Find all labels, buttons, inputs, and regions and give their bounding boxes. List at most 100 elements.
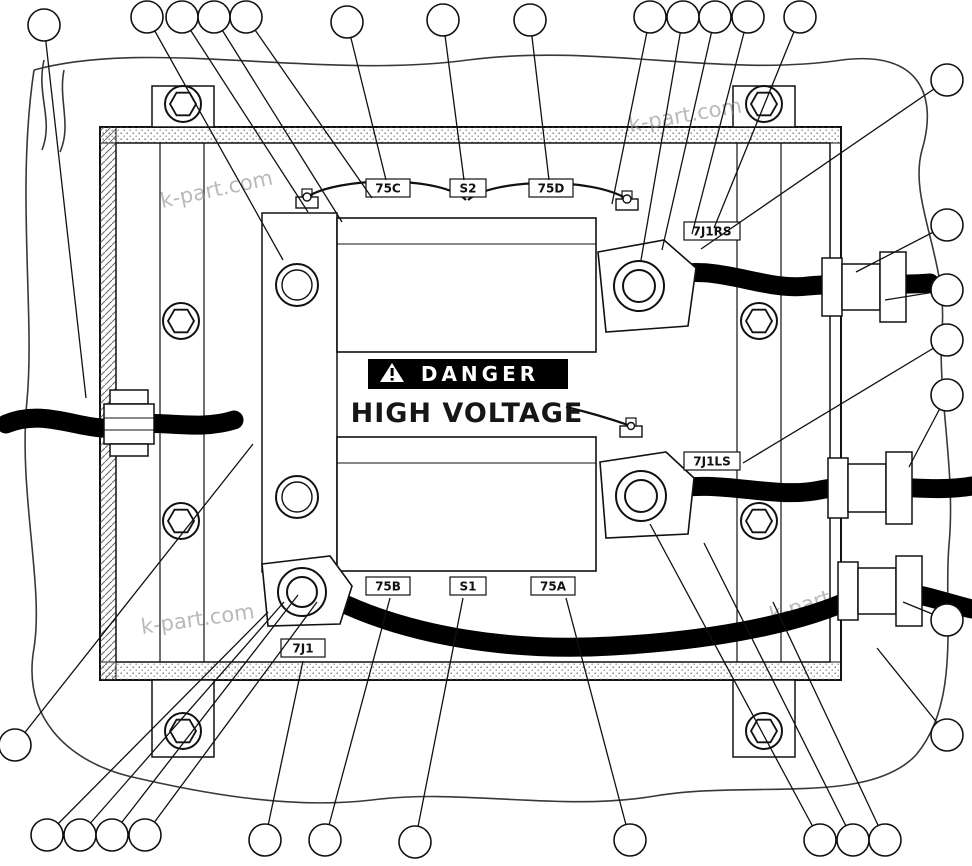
part-label-75a: 75A: [530, 576, 576, 596]
danger-text: DANGER: [421, 362, 539, 386]
callout-balloon: [197, 0, 231, 34]
callout-balloon: [330, 5, 364, 39]
leader-line: [703, 542, 854, 841]
callout-balloon: [95, 818, 129, 852]
part-label-text: 75D: [538, 182, 565, 196]
danger-bar: [368, 359, 568, 389]
leader-line: [146, 16, 284, 261]
terminal-lug-bottom-left: [261, 555, 353, 627]
leader-line: [565, 597, 631, 841]
leader-line: [264, 660, 304, 841]
leader-line: [876, 647, 948, 736]
coil-wire: [565, 405, 632, 428]
callout-balloon: [868, 823, 902, 857]
leader-line: [213, 16, 343, 223]
leader-lines: [14, 16, 948, 843]
leader-line: [442, 19, 465, 181]
hex-bolt-icon: [162, 502, 200, 540]
harness-outline: [24, 54, 952, 804]
cable-middle-right: [656, 476, 972, 503]
enclosure-top-band: [99, 126, 842, 144]
leader-line: [245, 16, 373, 199]
callout-balloon: [666, 0, 700, 34]
part-label-text: 75B: [375, 580, 401, 594]
terminal-lugs: [261, 239, 697, 627]
terminal-lug-upper-right: [597, 239, 697, 333]
leader-line: [611, 16, 651, 205]
part-label-75b: 75B: [365, 576, 411, 596]
mounting-plate: [261, 212, 338, 573]
callout-balloon: [731, 0, 765, 34]
part-label-7j1: 7J1: [280, 638, 326, 658]
part-label-text: 7J1: [292, 642, 313, 656]
hex-bolt-icon: [745, 712, 783, 750]
leader-line: [79, 601, 285, 836]
part-label-s2: S2: [449, 178, 487, 198]
leader-line: [661, 16, 716, 251]
callout-balloon: [783, 0, 817, 34]
part-labels: 75C S2 75D 7J1RS 7J1LS 75B S1 75A: [280, 178, 741, 658]
callout-balloon: [930, 208, 964, 242]
callout-balloon: [513, 3, 547, 37]
callout-balloon: [128, 818, 162, 852]
callout-balloon: [633, 0, 667, 34]
leader-line: [324, 597, 391, 841]
high-voltage-text: HIGH VOLTAGE: [351, 398, 584, 429]
callout-balloon: [398, 825, 432, 859]
callout-balloon: [165, 0, 199, 34]
danger-label: DANGER HIGH VOLTAGE: [351, 359, 584, 429]
callout-balloon: [248, 823, 282, 857]
callout-balloon: [930, 378, 964, 412]
part-label-75d: 75D: [528, 178, 574, 198]
gland-upper-right: [821, 251, 907, 323]
leader-line: [649, 523, 821, 841]
callout-balloon: [426, 3, 460, 37]
contactor-lower: [336, 417, 643, 572]
part-label-text: S2: [460, 182, 477, 196]
leader-line: [144, 601, 318, 836]
leader-line: [346, 21, 387, 181]
callout-balloon: [63, 818, 97, 852]
leader-line: [111, 594, 299, 836]
callout-balloon: [27, 8, 61, 42]
gland-left: [103, 389, 155, 457]
hex-bolt-icon: [740, 302, 778, 340]
callout-balloon: [930, 323, 964, 357]
leader-line: [700, 79, 948, 250]
callout-balloon: [130, 0, 164, 34]
part-label-text: 75A: [540, 580, 567, 594]
terminal-lug-lower-right: [599, 451, 695, 539]
leader-line: [529, 19, 550, 181]
leader-line: [742, 339, 948, 464]
leader-line: [713, 16, 801, 229]
callout-balloon: [30, 818, 64, 852]
warning-triangle-icon: [380, 363, 404, 382]
part-label-7j1ls: 7J1LS: [683, 451, 741, 471]
callout-balloon: [930, 273, 964, 307]
callout-balloon: [930, 603, 964, 637]
hex-bolt-icon: [162, 302, 200, 340]
callout-balloon: [308, 823, 342, 857]
hex-bolt-icon: [740, 502, 778, 540]
part-label-text: S1: [460, 580, 477, 594]
callout-balloon: [930, 718, 964, 752]
cable-glands: [103, 251, 923, 627]
mounting-rails: [159, 143, 782, 662]
callout-balloon: [613, 823, 647, 857]
leader-line: [691, 16, 749, 235]
part-label-75c: 75C: [365, 178, 411, 198]
leader-line: [43, 24, 87, 399]
part-label-text: 7J1LS: [693, 455, 730, 469]
leader-line: [181, 16, 309, 213]
contactor-upper: [295, 188, 639, 353]
callout-balloon: [229, 0, 263, 34]
gland-middle-right: [827, 451, 913, 525]
callout-balloon: [0, 728, 32, 762]
callout-balloon: [698, 0, 732, 34]
leader-line: [14, 443, 254, 746]
callout-balloon: [930, 63, 964, 97]
callout-balloon: [803, 823, 837, 857]
